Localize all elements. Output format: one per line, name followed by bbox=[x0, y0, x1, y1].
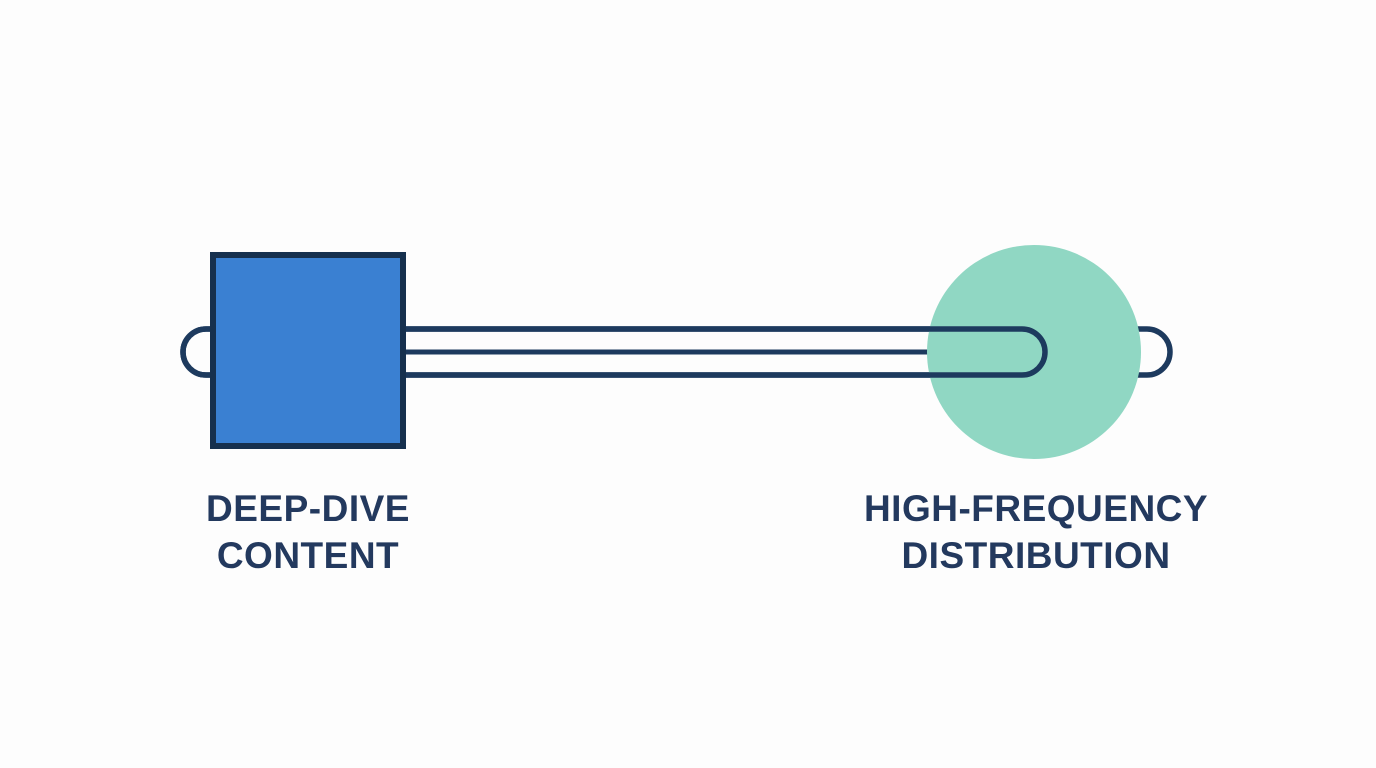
content-square bbox=[210, 252, 406, 449]
distribution-circle bbox=[927, 245, 1141, 459]
connector-inner-track bbox=[180, 326, 1048, 378]
left-node-label-line1: DEEP-DIVE bbox=[206, 488, 410, 529]
right-node-label-line2: DISTRIBUTION bbox=[901, 535, 1171, 576]
right-node-label-line1: HIGH-FREQUENCY bbox=[863, 488, 1209, 529]
left-node-label: DEEP-DIVE CONTENT bbox=[206, 485, 410, 579]
right-node-label: HIGH-FREQUENCY DISTRIBUTION bbox=[864, 485, 1208, 579]
left-node-label-line2: CONTENT bbox=[216, 535, 400, 576]
